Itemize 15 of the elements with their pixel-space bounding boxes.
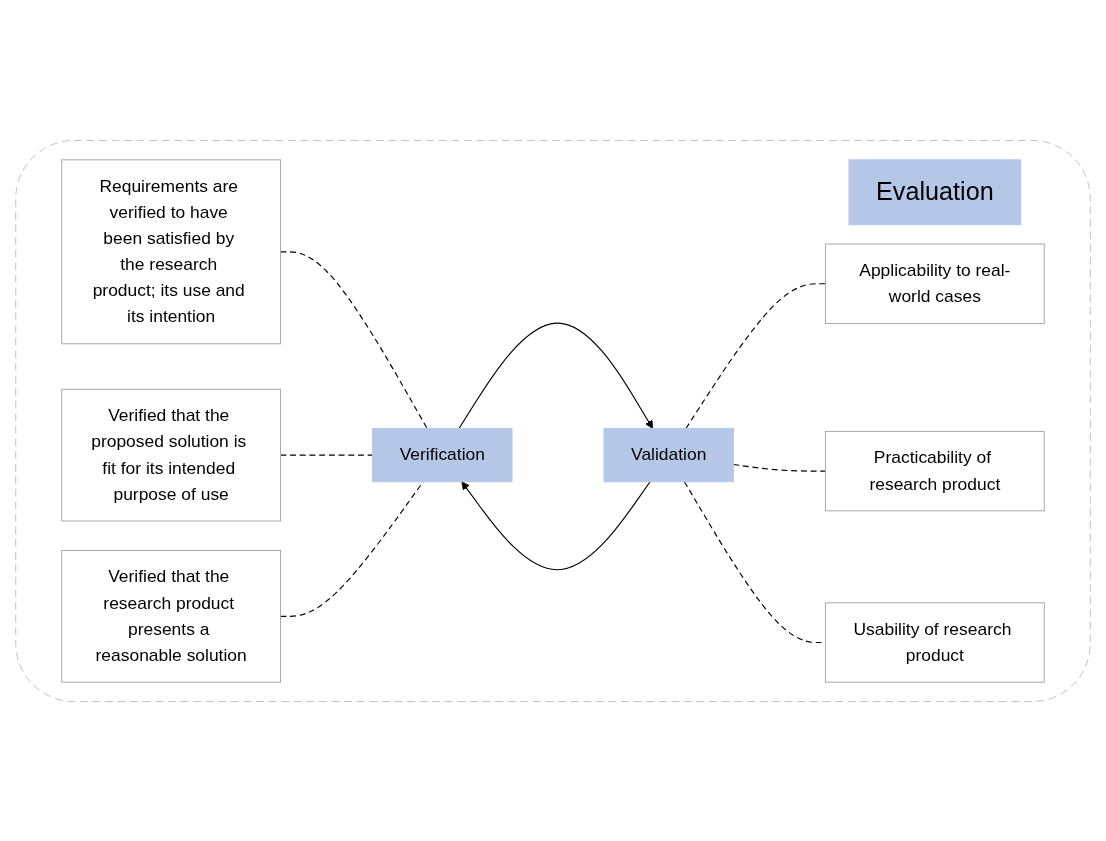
- arrow: [458, 322, 654, 429]
- node-box: Validation: [603, 427, 734, 482]
- node-box: Applicability to real-world cases: [824, 243, 1045, 324]
- connector: [279, 250, 428, 429]
- node-box: Requirements are verified to have been satisfied by the research product; its use and its intention: [61, 158, 282, 344]
- node-box: Verified that the proposed solution is fit for its intended purpose of use: [61, 388, 282, 521]
- connector: [279, 454, 374, 456]
- node-box: Usability of research product: [824, 601, 1045, 683]
- node-box: Verified that the research product presents a reasonable solution: [61, 549, 282, 683]
- node-box: Evaluation: [848, 158, 1022, 225]
- node-box: Verification: [372, 427, 513, 482]
- cluster: [15, 139, 1091, 702]
- connector: [732, 463, 827, 472]
- node-box: Practicability of research product: [824, 430, 1045, 511]
- arrow: [461, 480, 651, 570]
